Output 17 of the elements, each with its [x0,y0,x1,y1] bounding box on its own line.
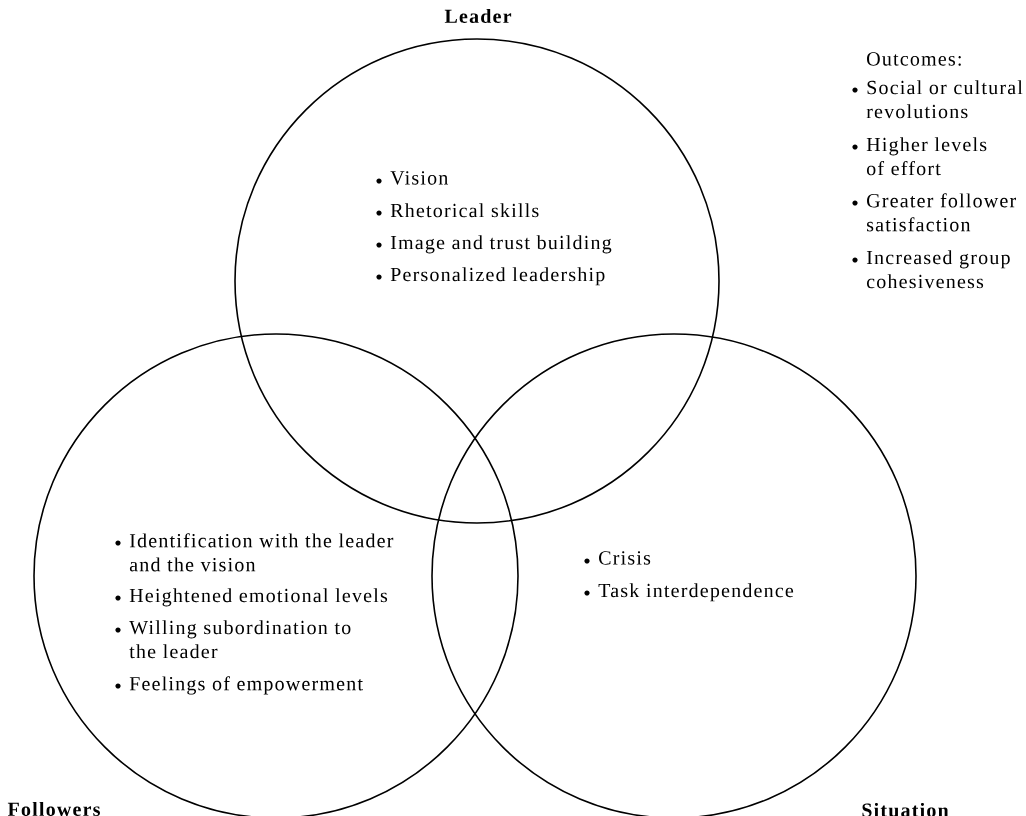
bullet-item: Vision [390,171,448,185]
list-heading: Outcomes: [867,52,961,66]
bullet-item: Personalized leadership [390,267,605,286]
circle-heading: Leader [444,8,512,24]
bullet-item: Greater follower satisfaction [867,193,1016,232]
bullet-item: Feelings of empowerment [129,676,363,695]
bullet-item: Crisis [599,551,651,565]
bullet-item: Rhetorical skills [390,203,539,218]
bullet-item: Increased group cohesiveness [866,250,1010,289]
bullet-item: Social or cultural revolutions [866,80,1023,119]
circle-heading: Followers [7,801,100,816]
bullet-item: Identification with the leader and the vision [129,533,394,572]
bullet-item: Higher levels of effort [866,137,987,176]
bullet-item: Heightened emotional levels [129,588,388,607]
bullet-item: Willing subordination to the leader [129,620,351,659]
bullet-item: Image and trust building [390,235,612,254]
bullet-item: Task interdependence [598,583,794,602]
